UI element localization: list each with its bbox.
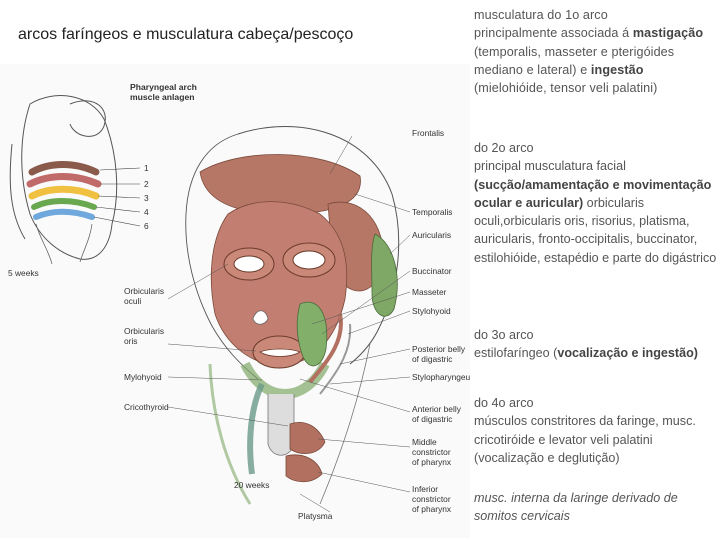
right-label-group: FrontalisTemporalisAuricularisBuccinator…: [412, 128, 470, 514]
label-left-1-line-1: oris: [124, 336, 138, 346]
label-right-1-line-0: Temporalis: [412, 207, 453, 217]
arch3-heading: do 3o arco: [474, 328, 534, 342]
label-right-9-line-2: of pharynx: [412, 457, 452, 467]
figure-header-line1: Pharyngeal arch: [130, 82, 197, 92]
label-platysma: Platysma: [298, 511, 333, 521]
arch4-heading: do 4o arco: [474, 396, 534, 410]
arch1-block: musculatura do 1o arco principalmente as…: [474, 6, 718, 97]
label-right-8-line-1: of digastric: [412, 414, 453, 424]
arch1-text: principalmente associada á mastigação (t…: [474, 26, 704, 96]
embryology-figure: Pharyngeal arch muscle anlagen 1 2 3 4 6…: [0, 64, 470, 538]
arch-number-4: 4: [144, 207, 149, 217]
arch-number-6: 6: [144, 221, 149, 231]
embryo-5-weeks-drawing: [9, 95, 141, 265]
arch2-block: do 2o arco principal musculatura facial …: [474, 139, 718, 267]
label-right-2-line-0: Auricularis: [412, 230, 451, 240]
arch2-text: principal musculatura facial (sucção/ama…: [474, 159, 717, 265]
label-right-6-line-0: Posterior belly: [412, 344, 466, 354]
age-20-weeks: 20 weeks: [234, 480, 269, 490]
figure-header-line2: muscle anlagen: [130, 92, 194, 102]
left-label-group: OrbicularisoculiOrbicularisorisMylohyoid…: [124, 286, 169, 412]
arch-number-1: 1: [144, 163, 149, 173]
label-right-10-line-2: of pharynx: [412, 504, 452, 514]
arch4-block: do 4o arco músculos constritores da fari…: [474, 394, 718, 467]
label-left-1-line-0: Orbicularis: [124, 326, 164, 336]
age-5-weeks: 5 weeks: [8, 268, 39, 278]
label-left-0-line-1: oculi: [124, 296, 141, 306]
fetal-head-20-weeks-drawing: [185, 126, 400, 505]
label-right-5-line-0: Stylohyoid: [412, 306, 451, 316]
arch1-heading: musculatura do 1o arco: [474, 8, 608, 22]
label-right-7-line-0: Stylopharyngeus: [412, 372, 470, 382]
label-right-0-line-0: Frontalis: [412, 128, 444, 138]
arch3-block: do 3o arco estilofaríngeo (vocalização e…: [474, 326, 718, 363]
label-right-8-line-0: Anterior belly: [412, 404, 462, 414]
label-right-9-line-0: Middle: [412, 437, 437, 447]
label-left-0-line-0: Orbicularis: [124, 286, 164, 296]
label-right-9-line-1: constrictor: [412, 447, 451, 457]
muscle-anlagen-illustration: Pharyngeal arch muscle anlagen 1 2 3 4 6…: [8, 82, 470, 521]
label-left-2-line-0: Mylohyoid: [124, 372, 162, 382]
slide-title: arcos faríngeos e musculatura cabeça/pes…: [18, 26, 354, 43]
label-right-6-line-1: of digastric: [412, 354, 453, 364]
label-right-10-line-1: constrictor: [412, 494, 451, 504]
label-right-4-line-0: Masseter: [412, 287, 447, 297]
arch-number-2: 2: [144, 179, 149, 189]
somites-text: musc. interna da laringe derivado de som…: [474, 491, 678, 524]
arch2-heading: do 2o arco: [474, 141, 534, 155]
label-left-3-line-0: Cricothyroid: [124, 402, 169, 412]
somites-block: musc. interna da laringe derivado de som…: [474, 489, 718, 526]
label-right-3-line-0: Buccinator: [412, 266, 452, 276]
arch4-text: músculos constritores da faringe, musc. …: [474, 414, 696, 465]
label-right-10-line-0: Inferior: [412, 484, 438, 494]
arch-number-3: 3: [144, 193, 149, 203]
arch3-text: estilofaríngeo (vocalização e ingestão): [474, 346, 698, 361]
